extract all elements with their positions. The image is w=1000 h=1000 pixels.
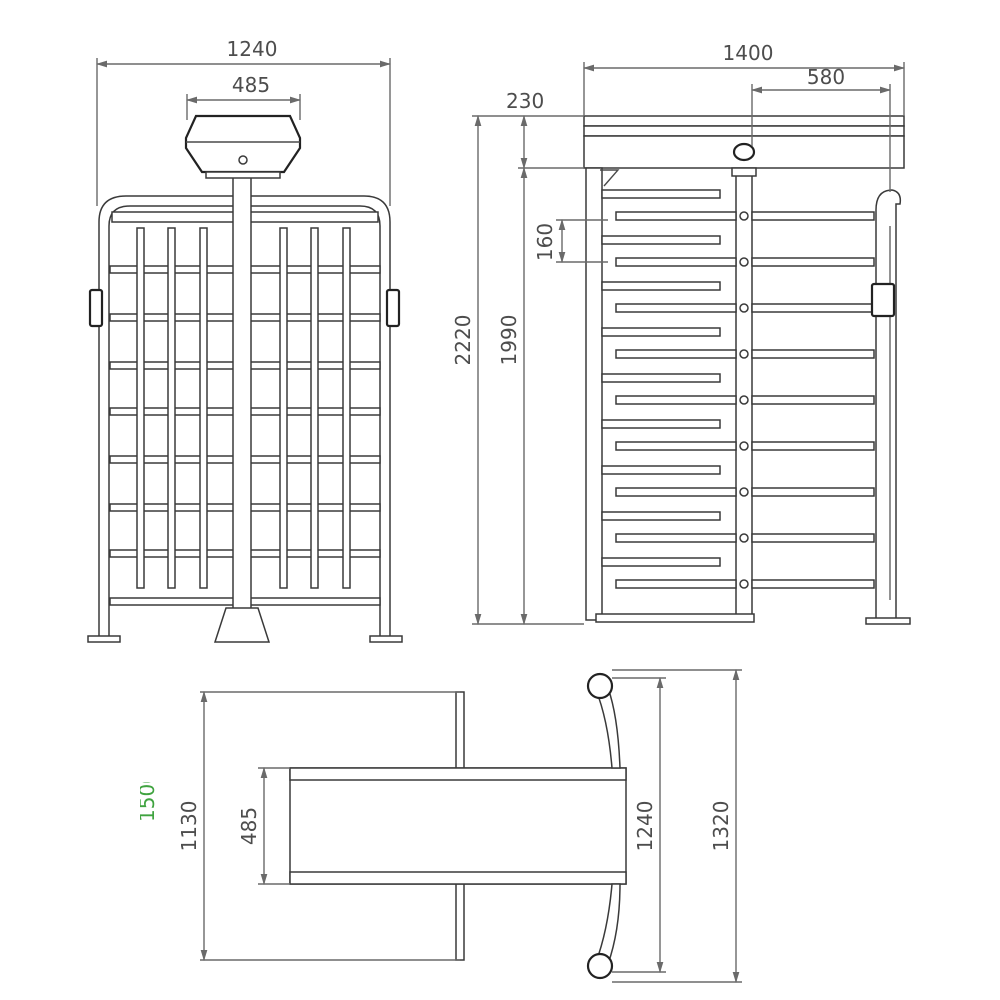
dim-arm-offset: 580: [807, 65, 845, 89]
dim-body-height: 1990: [497, 315, 521, 366]
top-body-edge-top: [289, 767, 627, 781]
side-left-arms: [601, 189, 721, 567]
front-right-foot: [369, 635, 403, 643]
side-right-arms: [615, 211, 875, 589]
side-card-reader: [870, 282, 896, 318]
dim-top-head: 485: [237, 807, 261, 845]
top-body-edge-bottom: [289, 871, 627, 885]
front-head-collar: [205, 171, 281, 179]
side-canopy-mid: [583, 125, 905, 137]
side-view: 1400 580 230 2220 1990 160: [451, 41, 911, 626]
dim-top-depth: 1130: [177, 801, 201, 852]
side-base-plate: [595, 613, 755, 623]
side-pivot-bolts: [739, 211, 749, 589]
top-view: 1130 485 1240 1320 1500: [135, 668, 742, 984]
front-right-reader: [385, 288, 401, 328]
side-left-post: [585, 167, 603, 621]
dim-total-height: 2220: [451, 315, 475, 366]
dim-front-width: 1240: [227, 37, 278, 61]
top-frame-lower: [594, 883, 621, 965]
top-post-upper: [586, 672, 614, 700]
front-view: 1240 485: [87, 37, 403, 643]
svg-text:1500: 1500: [135, 771, 159, 822]
side-post-collar: [731, 167, 757, 177]
front-post-base: [213, 607, 271, 643]
side-right-foot: [865, 617, 911, 625]
dim-top-total: 1320: [709, 801, 733, 852]
dim-bar-spacing: 160: [533, 223, 557, 261]
side-canopy-top: [583, 115, 905, 127]
top-frame-upper: [594, 687, 621, 769]
dim-side-depth: 1400: [723, 41, 774, 65]
side-head-indicator: [732, 142, 756, 162]
front-left-foot: [87, 635, 121, 643]
front-central-post: [232, 173, 252, 621]
side-right-post: [875, 189, 902, 621]
side-central-post: [735, 169, 753, 621]
dim-front-head: 485: [232, 73, 270, 97]
dim-top-frame: 1240: [633, 801, 657, 852]
front-head-indicator: [238, 155, 248, 165]
top-body: [289, 767, 627, 885]
dim-head-height: 230: [506, 89, 544, 113]
top-post-lower: [586, 952, 614, 980]
front-vertical-rods: [136, 227, 351, 589]
front-left-reader: [88, 288, 104, 328]
stray-green-mark: 1500: [135, 771, 159, 822]
